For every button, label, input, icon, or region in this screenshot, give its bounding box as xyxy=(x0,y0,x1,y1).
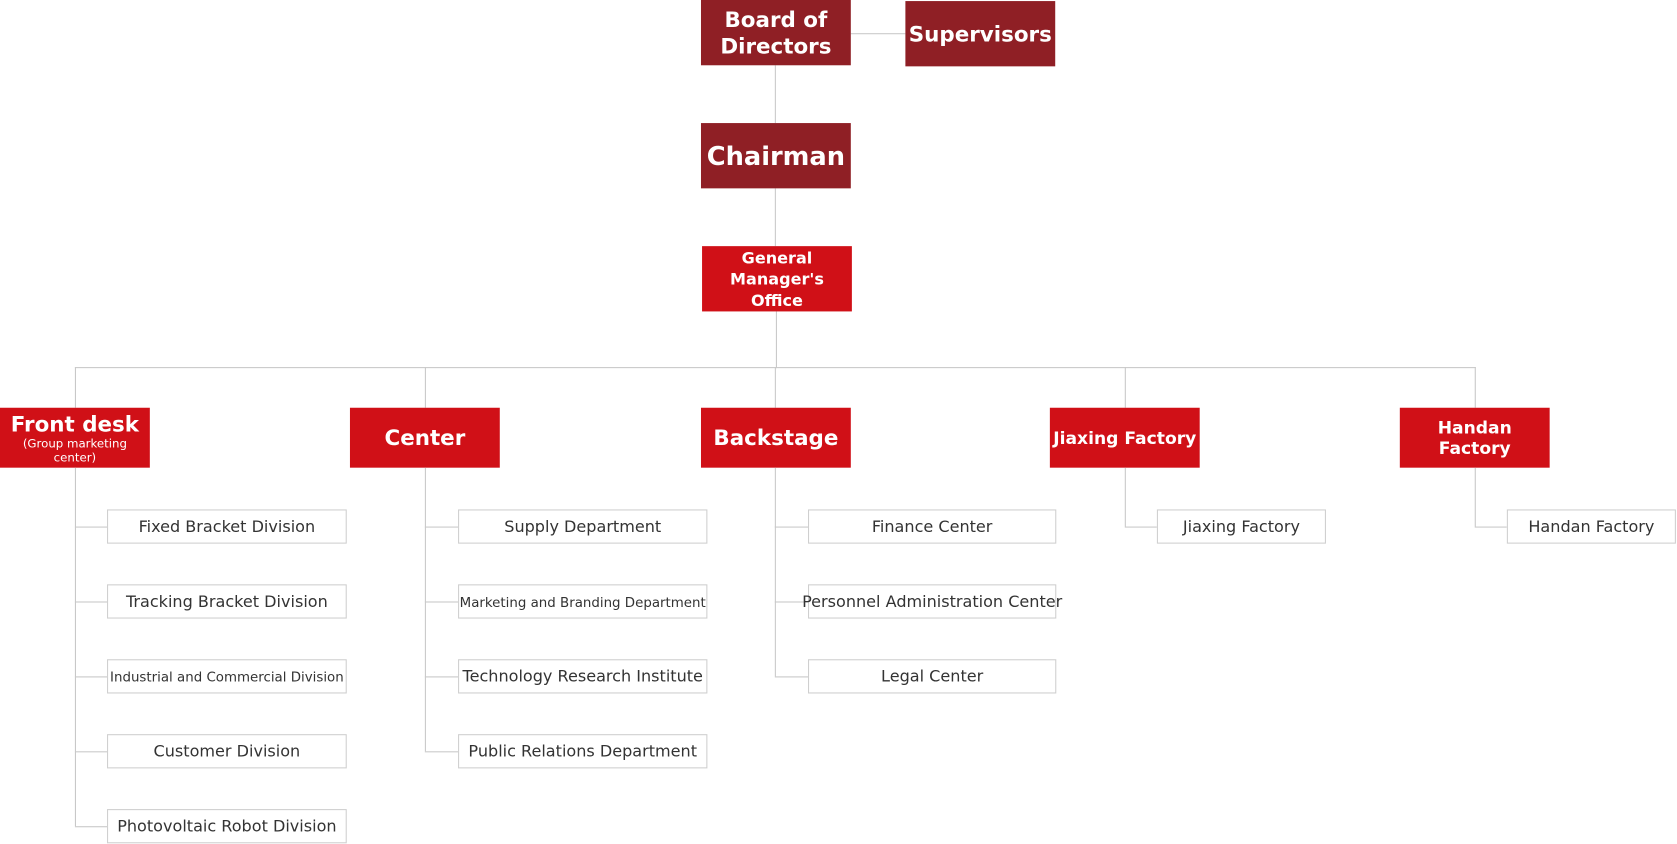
child-connector xyxy=(74,601,108,603)
department-backstage[interactable]: Backstage xyxy=(700,407,851,468)
connector-backstage-children xyxy=(774,467,776,677)
connector-chairman-gm xyxy=(774,188,776,247)
sub-unit-box[interactable]: Finance Center xyxy=(808,509,1057,544)
department-title: Jiaxing Factory xyxy=(1053,427,1197,448)
sub-unit-label: Handan Factory xyxy=(1528,516,1655,537)
connector-to-center xyxy=(424,367,426,408)
department-subtitle: (Group marketing center) xyxy=(22,436,127,465)
connector-center-children xyxy=(424,467,426,752)
department-front-desk[interactable]: Front desk(Group marketing center) xyxy=(0,407,150,468)
sub-unit-box[interactable]: Handan Factory xyxy=(1506,509,1676,544)
sub-unit-box[interactable]: Customer Division xyxy=(107,734,347,769)
sub-unit-label: Jiaxing Factory xyxy=(1182,516,1300,537)
child-connector xyxy=(74,526,108,528)
sub-unit-label: Marketing and Branding Department xyxy=(459,593,706,610)
department-title: Backstage xyxy=(713,424,839,451)
sub-unit-label: Customer Division xyxy=(153,741,301,761)
sub-unit-label: Tracking Bracket Division xyxy=(125,591,328,612)
sub-unit-box[interactable]: Public Relations Department xyxy=(458,734,708,769)
sub-unit-box[interactable]: Tracking Bracket Division xyxy=(107,584,347,619)
department-center[interactable]: Center xyxy=(349,407,500,468)
connector-board-supervisors xyxy=(850,33,906,35)
chairman-box[interactable]: Chairman xyxy=(700,123,851,189)
sub-unit-label: Personnel Administration Center xyxy=(802,591,1063,612)
sub-unit-box[interactable]: Industrial and Commercial Division xyxy=(107,659,347,694)
child-connector xyxy=(74,751,108,753)
sub-unit-box[interactable]: Supply Department xyxy=(458,509,708,544)
chairman-label: Chairman xyxy=(706,140,846,171)
connector-gm-bus xyxy=(775,311,777,369)
sub-unit-box[interactable]: Fixed Bracket Division xyxy=(107,509,347,544)
child-connector xyxy=(774,601,809,603)
supervisors-label: Supervisors xyxy=(908,20,1052,47)
sub-unit-label: Technology Research Institute xyxy=(462,666,703,686)
child-connector xyxy=(774,676,809,678)
board-of-directors-label: Board of Directors xyxy=(720,5,832,59)
department-title: Front desk xyxy=(10,410,140,437)
child-connector xyxy=(74,826,108,828)
connector-board-chairman xyxy=(774,65,776,124)
supervisors-box[interactable]: Supervisors xyxy=(905,1,1056,67)
child-connector xyxy=(1474,526,1507,528)
sub-unit-box[interactable]: Personnel Administration Center xyxy=(802,584,1062,619)
child-connector xyxy=(424,526,459,528)
board-of-directors-box[interactable]: Board of Directors xyxy=(700,0,851,66)
department-handan-factory[interactable]: Handan Factory xyxy=(1399,407,1550,468)
child-connector xyxy=(424,601,459,603)
sub-unit-label: Finance Center xyxy=(871,516,993,537)
sub-unit-label: Fixed Bracket Division xyxy=(138,516,316,537)
connector-front-desk-children xyxy=(74,467,76,827)
connector-to-backstage xyxy=(774,367,776,408)
child-connector xyxy=(424,751,459,753)
connector-to-handan-factory xyxy=(1474,367,1476,408)
sub-unit-label: Industrial and Commercial Division xyxy=(110,668,344,685)
department-title: Handan Factory xyxy=(1437,417,1512,459)
connector-to-front-desk xyxy=(74,367,76,408)
gm-office-box[interactable]: General Manager's Office xyxy=(702,246,852,312)
sub-unit-box[interactable]: Jiaxing Factory xyxy=(1156,509,1326,544)
sub-unit-label: Public Relations Department xyxy=(468,741,698,761)
connector-to-jiaxing-factory xyxy=(1124,367,1126,408)
sub-unit-box[interactable]: Technology Research Institute xyxy=(458,659,708,694)
connector-handan-factory-children xyxy=(1474,467,1476,527)
child-connector xyxy=(1124,526,1157,528)
sub-unit-label: Supply Department xyxy=(504,516,662,537)
gm-office-label: General Manager's Office xyxy=(730,247,824,310)
department-title: Center xyxy=(384,424,466,451)
sub-unit-box[interactable]: Marketing and Branding Department xyxy=(458,584,708,619)
child-connector xyxy=(424,676,459,678)
sub-unit-label: Legal Center xyxy=(881,666,984,686)
sub-unit-box[interactable]: Legal Center xyxy=(808,659,1057,694)
department-jiaxing-factory[interactable]: Jiaxing Factory xyxy=(1049,407,1200,468)
child-connector xyxy=(74,676,108,678)
sub-unit-box[interactable]: Photovoltaic Robot Division xyxy=(107,809,347,844)
child-connector xyxy=(774,526,809,528)
sub-unit-label: Photovoltaic Robot Division xyxy=(117,816,337,836)
connector-jiaxing-factory-children xyxy=(1124,467,1126,527)
